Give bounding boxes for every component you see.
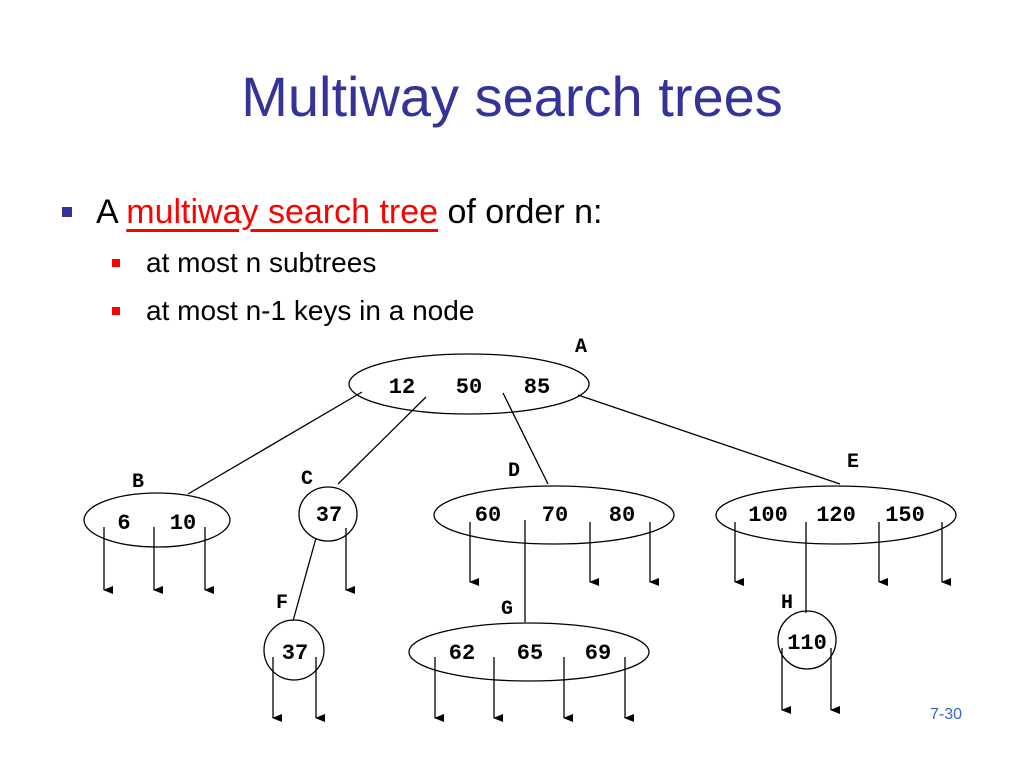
key-a-2: 50 [456,375,482,400]
key-d-3: 80 [609,503,635,528]
node-label-c: C [301,468,313,491]
node-c [298,486,358,542]
bullet-1-suffix: of order n: [438,193,603,231]
node-h [777,610,837,670]
node-label-h: H [781,592,793,615]
node-label-g: G [501,598,513,621]
key-e-1: 100 [748,503,788,528]
node-d [433,485,675,545]
key-a-1: 12 [389,375,415,400]
key-g-3: 69 [585,641,611,666]
key-g-1: 62 [449,641,475,666]
bullet-1-term: multiway search tree [126,193,439,231]
edge-a-b [187,391,363,495]
key-a-3: 85 [524,375,550,400]
node-a [348,353,590,415]
key-g-2: 65 [517,641,543,666]
key-b-1: 6 [117,511,130,536]
key-c-1: 37 [316,503,342,528]
node-g [408,622,650,682]
bullet-square-icon [112,307,120,315]
bullet-1: A multiway search tree of order n: [62,190,602,234]
sub-bullet-2: at most n-1 keys in a node [112,292,474,330]
edge-a-d [502,392,549,485]
key-h-1: 110 [787,631,827,656]
node-label-b: B [132,471,144,494]
slide-number: 7-30 [929,706,962,723]
key-e-3: 150 [885,503,925,528]
bullet-square-icon [62,207,72,217]
slide-title: Multiway search trees [241,65,783,128]
edge-a-e [577,394,841,485]
node-b [83,492,231,548]
key-d-1: 60 [475,503,501,528]
bullet-1-prefix: A [96,193,127,231]
key-f-1: 37 [282,641,308,666]
node-f [263,619,325,681]
node-label-f: F [276,592,288,615]
node-e [715,485,957,545]
node-label-e: E [847,451,859,474]
key-b-2: 10 [170,511,196,536]
sub-bullet-1: at most n subtrees [112,244,376,282]
sub-bullet-2-text: at most n-1 keys in a node [146,295,475,326]
node-label-d: D [508,460,520,483]
sub-bullet-1-text: at most n subtrees [146,247,377,278]
key-e-2: 120 [816,503,856,528]
node-label-a: A [575,336,587,359]
key-d-2: 70 [542,503,568,528]
edge-a-c [337,396,427,485]
bullet-square-icon [112,259,120,267]
edge-c-f [292,537,317,622]
